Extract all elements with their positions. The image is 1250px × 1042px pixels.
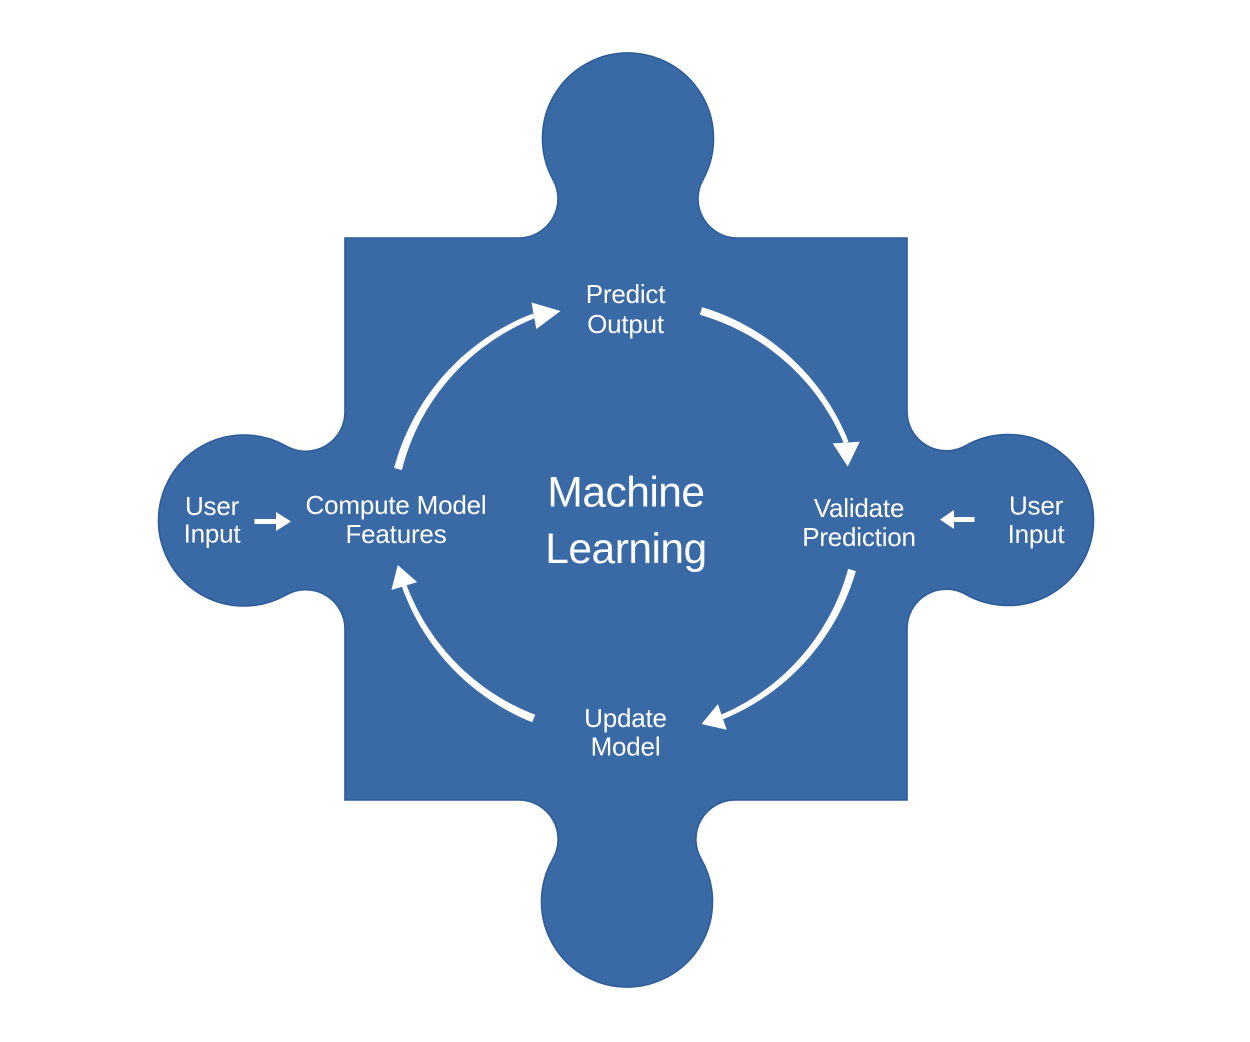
svg-text:Update: Update [584, 703, 667, 733]
svg-text:User: User [185, 491, 240, 521]
svg-text:Output: Output [587, 309, 665, 339]
svg-text:Model: Model [591, 732, 661, 762]
svg-text:Features: Features [345, 519, 446, 549]
svg-text:Prediction: Prediction [802, 522, 916, 552]
svg-text:Input: Input [184, 519, 242, 549]
svg-text:User: User [1009, 491, 1064, 521]
svg-text:Input: Input [1008, 519, 1066, 549]
svg-text:Predict: Predict [586, 279, 666, 309]
svg-text:Machine: Machine [547, 470, 704, 517]
svg-text:Compute Model: Compute Model [306, 490, 487, 520]
svg-text:Learning: Learning [545, 526, 706, 573]
svg-text:Validate: Validate [814, 493, 904, 523]
